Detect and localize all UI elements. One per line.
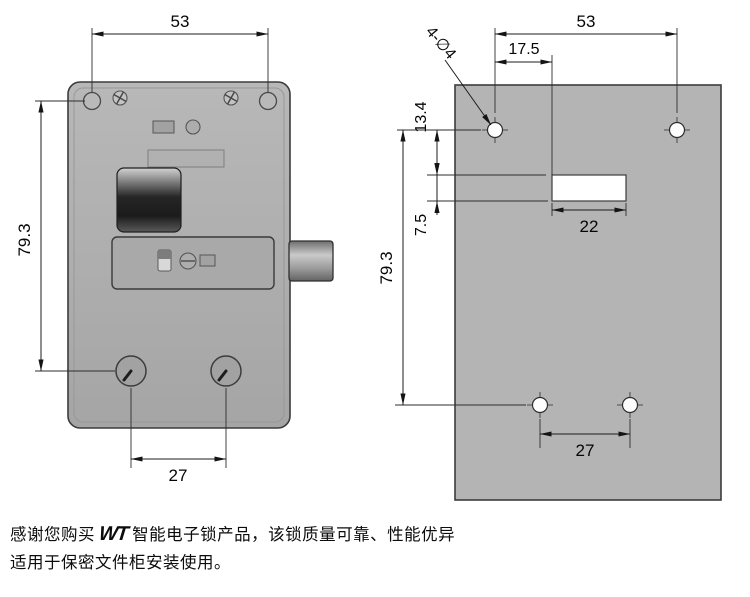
brand-logo: WT bbox=[97, 523, 129, 545]
plate-hole-bottom-left bbox=[527, 392, 553, 418]
battery-compartment bbox=[111, 236, 275, 290]
lock-corner-hole-left bbox=[82, 91, 102, 111]
dim-slot-height-label: 7.5 bbox=[413, 214, 430, 236]
mounting-plate-view: 53 17.5 4-∅4 13.4 7.5 bbox=[377, 12, 722, 501]
dim-lock-bottom-holes-label: 27 bbox=[169, 466, 188, 485]
dim-lock-height-label: 79.3 bbox=[15, 223, 34, 256]
screw-right-icon bbox=[223, 90, 239, 106]
lock-body-inner-line bbox=[73, 87, 285, 423]
footer-thanks-prefix: 感谢您购买 bbox=[10, 526, 95, 544]
dim-slot-width: 22 bbox=[551, 203, 627, 236]
dim-lock-width: 53 bbox=[91, 12, 269, 92]
plate-hole-top-left bbox=[482, 117, 508, 143]
mounting-plate bbox=[454, 84, 722, 501]
installation-drawing: 53 79.3 27 bbox=[15, 12, 722, 501]
sensor-window bbox=[152, 120, 175, 134]
dim-plate-bottom-holes: 27 bbox=[539, 419, 631, 460]
lock-front-view: 53 79.3 27 bbox=[15, 12, 334, 485]
lock-post-left bbox=[115, 355, 147, 387]
bolt-cutout bbox=[551, 174, 627, 202]
dim-slot-offset: 17.5 bbox=[494, 41, 553, 175]
dim-slot-width-label: 22 bbox=[580, 217, 599, 236]
lock-corner-hole-right bbox=[258, 91, 278, 111]
dim-plate-bottom-holes-label: 27 bbox=[576, 441, 595, 460]
footer-thanks-suffix: 智能电子锁产品，该锁质量可靠、性能优异 bbox=[132, 526, 456, 544]
holes-callout-label: 4-∅4 bbox=[422, 23, 459, 62]
dim-lock-bottom-holes: 27 bbox=[130, 388, 227, 485]
contact-block bbox=[199, 254, 216, 267]
indicator-circle bbox=[185, 119, 201, 135]
dim-hole-to-slot-label: 13.4 bbox=[413, 101, 430, 132]
dim-plate-width-label: 53 bbox=[577, 12, 596, 31]
dim-slot-height: 7.5 bbox=[413, 161, 548, 236]
dim-lock-height: 79.3 bbox=[15, 100, 115, 372]
plate-hole-top-right bbox=[664, 117, 690, 143]
label-plate bbox=[147, 149, 225, 168]
screw-left-icon bbox=[112, 90, 128, 106]
dim-lock-width-label: 53 bbox=[171, 12, 190, 31]
dim-plate-height: 79.3 bbox=[377, 129, 526, 406]
latch-knob bbox=[116, 167, 182, 233]
dim-plate-height-label: 79.3 bbox=[377, 251, 396, 284]
dim-plate-width: 53 bbox=[494, 12, 678, 113]
lock-bolt bbox=[288, 240, 334, 282]
footer-line-2: 适用于保密文件柜安装使用。 bbox=[10, 554, 231, 572]
dim-hole-to-slot: 13.4 bbox=[397, 101, 546, 176]
dim-slot-offset-label: 17.5 bbox=[508, 41, 539, 58]
lock-post-right bbox=[210, 355, 242, 387]
plate-hole-bottom-right bbox=[617, 392, 643, 418]
